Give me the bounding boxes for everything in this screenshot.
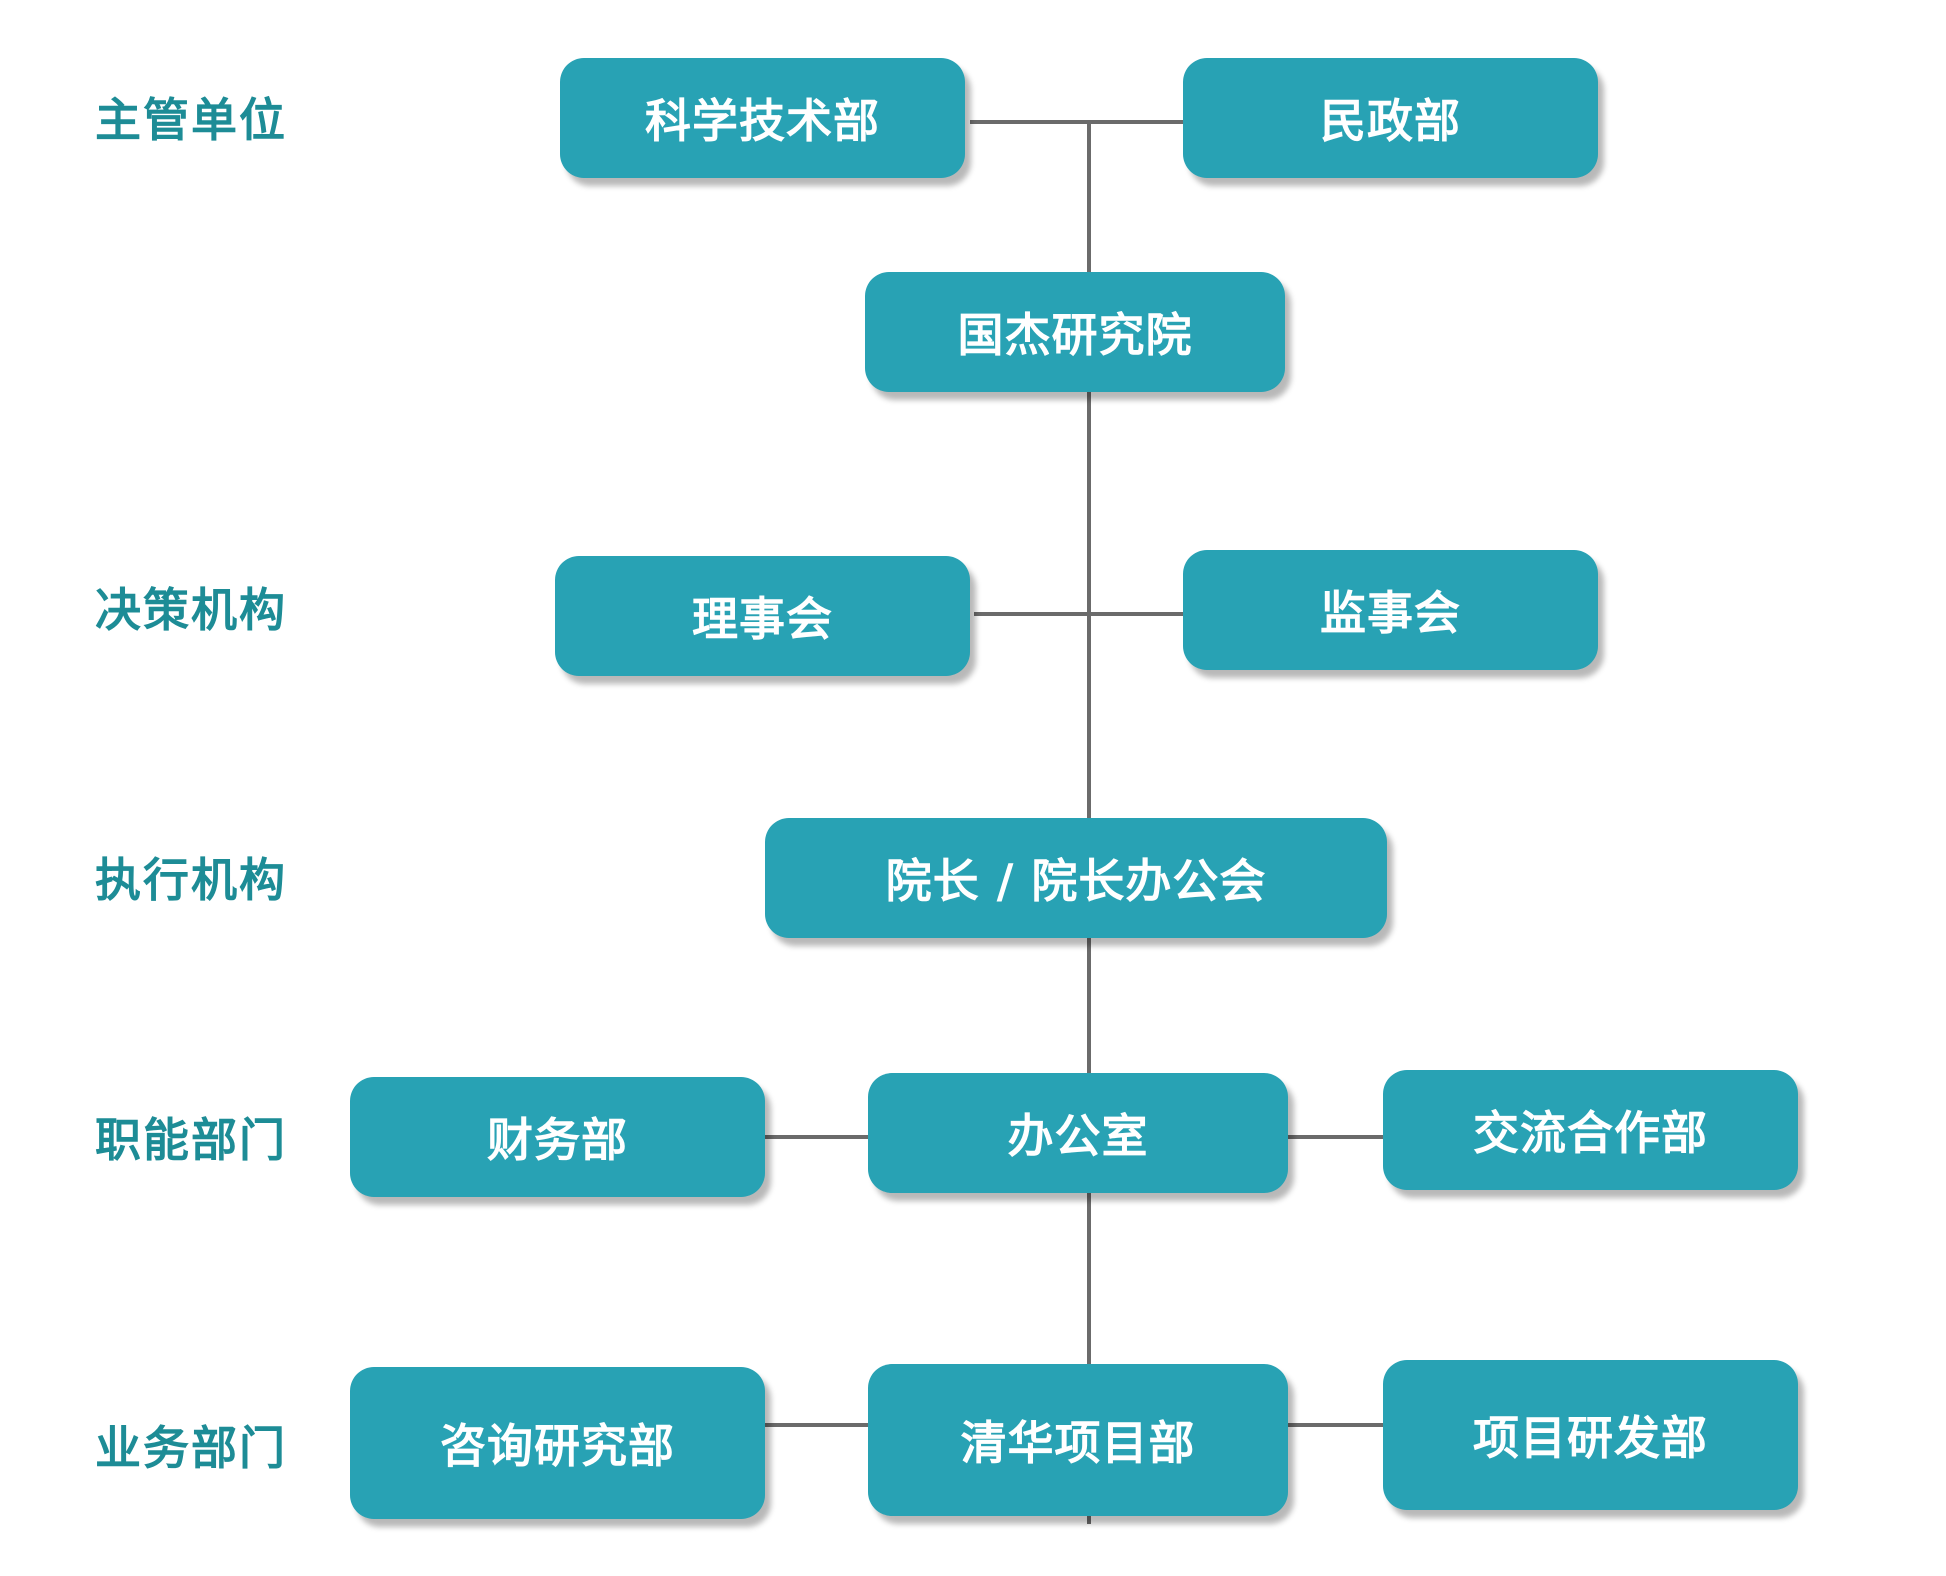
node-label: 交流合作部: [1473, 1106, 1708, 1160]
node-consulting: 咨询研究部: [350, 1367, 765, 1519]
node-label: 理事会: [692, 592, 833, 646]
node-label: 院长 / 院长办公会: [885, 854, 1267, 908]
level-label-functional: 职能部门: [95, 1113, 287, 1167]
node-ministry-civil: 民政部: [1183, 58, 1598, 178]
node-president: 院长 / 院长办公会: [765, 818, 1387, 938]
node-institute: 国杰研究院: [865, 272, 1285, 392]
node-board-supervisors: 监事会: [1183, 550, 1598, 670]
node-board-directors: 理事会: [555, 556, 970, 676]
level-label-decision: 决策机构: [95, 583, 287, 637]
node-label: 项目研发部: [1473, 1411, 1708, 1465]
node-label: 科学技术部: [645, 94, 880, 148]
node-label: 清华项目部: [960, 1416, 1196, 1470]
node-label: 财务部: [487, 1113, 628, 1167]
node-finance: 财务部: [350, 1077, 765, 1197]
node-label: 国杰研究院: [957, 308, 1193, 362]
node-label: 办公室: [1007, 1109, 1149, 1163]
connector-supervising: [970, 120, 1190, 124]
node-tsinghua: 清华项目部: [868, 1364, 1288, 1516]
node-rnd: 项目研发部: [1383, 1360, 1798, 1510]
connector-decision: [974, 612, 1190, 616]
node-label: 监事会: [1320, 586, 1461, 640]
node-ministry-science: 科学技术部: [560, 58, 965, 178]
level-label-supervising: 主管单位: [95, 93, 287, 147]
node-exchange: 交流合作部: [1383, 1070, 1798, 1190]
level-label-executive: 执行机构: [95, 853, 287, 907]
level-label-business: 业务部门: [95, 1421, 287, 1475]
node-office: 办公室: [868, 1073, 1288, 1193]
node-label: 咨询研究部: [440, 1419, 675, 1473]
node-label: 民政部: [1320, 94, 1461, 148]
